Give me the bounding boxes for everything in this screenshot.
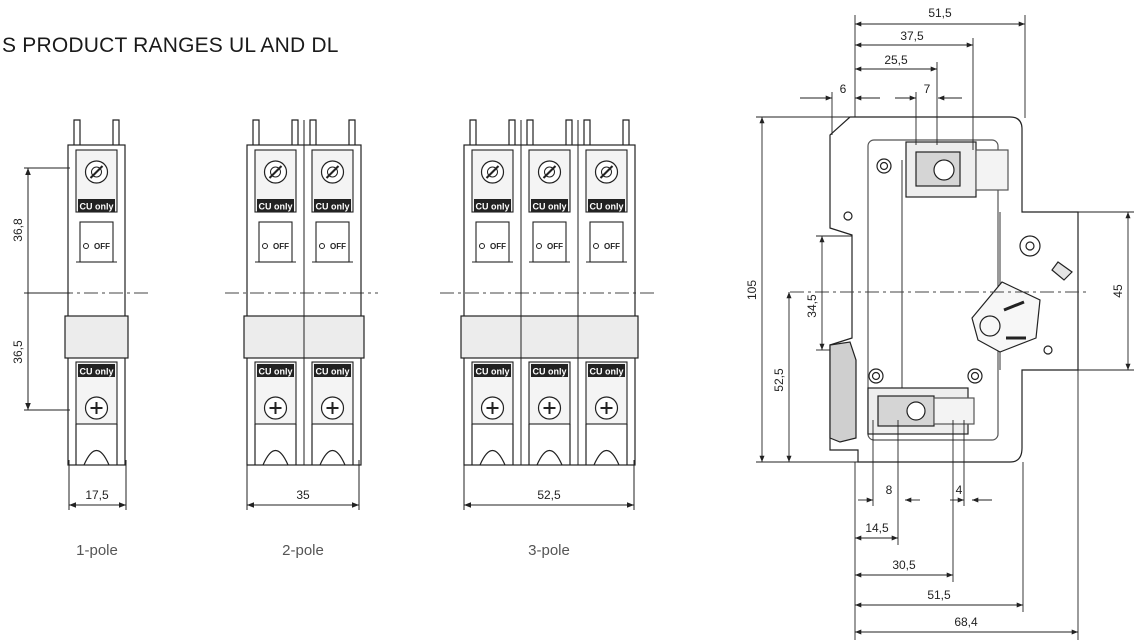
off-label: OFF <box>330 242 346 251</box>
dim-right-height: 45 <box>1111 284 1125 298</box>
cu-only-label: CU only <box>315 367 349 377</box>
dim-bottom-eight: 8 <box>886 483 893 497</box>
dim-upper-height: 36,8 <box>11 218 25 242</box>
side-view-dimensions <box>756 15 1134 640</box>
cu-only-label: CU only <box>258 202 292 212</box>
cu-only-label: CU only <box>589 367 623 377</box>
cu-only-label: CU only <box>589 202 623 212</box>
cu-only-label: CU only <box>532 367 566 377</box>
one-pole-dimensions <box>24 167 127 510</box>
dim-bottom-fourteen: 14,5 <box>865 521 889 535</box>
dim-lower-height: 36,5 <box>11 340 25 364</box>
cu-only-label: CU only <box>258 367 292 377</box>
page-title: S PRODUCT RANGES UL AND DL <box>2 34 339 57</box>
caption-two-pole: 2-pole <box>282 542 324 559</box>
caption-one-pole: 1-pole <box>76 542 118 559</box>
dim-height-middle: 34,5 <box>805 294 819 318</box>
cu-only-label: CU only <box>79 202 113 212</box>
off-label: OFF <box>273 242 289 251</box>
caption-three-pole: 3-pole <box>528 542 570 559</box>
dim-bottom-fifty-one: 51,5 <box>927 588 951 602</box>
dim-top-seven: 7 <box>924 82 931 96</box>
dim-bottom-sixty-eight: 68,4 <box>954 615 978 629</box>
cu-only-label: CU only <box>475 367 509 377</box>
off-label: OFF <box>490 242 506 251</box>
cu-only-label: CU only <box>315 202 349 212</box>
two-pole-dimensions <box>246 460 360 510</box>
off-label: OFF <box>604 242 620 251</box>
dim-bottom-four: 4 <box>956 483 963 497</box>
dim-top-total: 51,5 <box>928 6 952 20</box>
dim-one-pole-width: 17,5 <box>85 488 109 502</box>
side-view <box>790 116 1090 463</box>
dim-height-total: 105 <box>745 280 759 300</box>
cu-only-label: CU only <box>532 202 566 212</box>
dim-three-pole-width: 52,5 <box>537 488 561 502</box>
three-pole-dimensions <box>463 460 635 510</box>
cu-only-label: CU only <box>475 202 509 212</box>
off-label: OFF <box>547 242 563 251</box>
dim-top-second: 37,5 <box>900 29 924 43</box>
dim-top-six: 6 <box>840 82 847 96</box>
off-label: OFF <box>94 242 110 251</box>
dim-two-pole-width: 35 <box>296 488 310 502</box>
cu-only-label: CU only <box>79 367 113 377</box>
dim-bottom-thirty: 30,5 <box>892 558 916 572</box>
dim-top-third: 25,5 <box>884 53 908 67</box>
dim-height-lower: 52,5 <box>772 368 786 392</box>
